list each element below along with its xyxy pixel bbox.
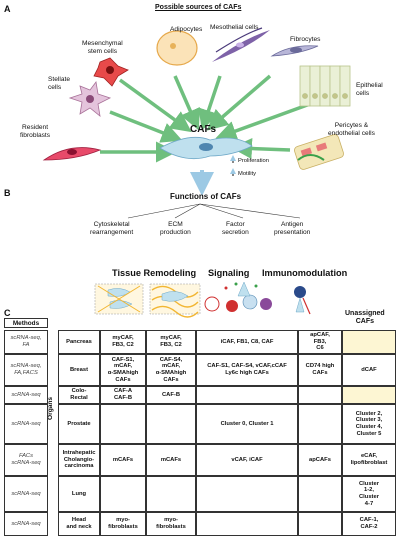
caf-subtype-cell: [196, 386, 298, 404]
unassigned-cafs-header: Unassigned CAFs: [345, 310, 385, 325]
method-cell: scRNA-seq: [4, 512, 48, 536]
caf-subtype-cell: [196, 512, 298, 536]
organ-cell: Head and neck: [58, 512, 100, 536]
caf-subtype-cell: [100, 476, 146, 512]
caf-cell-icon: [159, 136, 253, 160]
caf-subtype-cell: CAF-1, CAF-2: [342, 512, 396, 536]
method-cell: scRNA-seq, FA,FACS: [4, 354, 48, 386]
mesothelial-label: Mesothelial cells: [210, 24, 259, 31]
fibrocytes-label: Fibrocytes: [290, 36, 321, 43]
caf-subtype-cell: apCAFs: [298, 444, 342, 476]
immunomodulation-label: Immunomodulation: [262, 268, 348, 278]
caf-subtype-cell: apCAF, FB3, C6: [298, 330, 342, 354]
method-cell: FACs scRNA-seq: [4, 444, 48, 476]
caf-subtype-cell: myo- fibroblasts: [146, 512, 196, 536]
caf-subtype-cell: iCAF, FB1, C8, CAF: [196, 330, 298, 354]
caf-subtype-cell: [146, 404, 196, 444]
panel-c-letter: C: [4, 308, 11, 318]
cytoskeleton-illustration: [94, 283, 144, 315]
panel-a-letter: A: [4, 4, 11, 14]
fibrocyte-icon: [270, 45, 319, 57]
panel-a-illustration: [42, 27, 351, 196]
panel-b-title: Functions of CAFs: [170, 192, 242, 201]
caf-subtype-cell: [100, 404, 146, 444]
caf-subtype-cell: mCAFs: [100, 444, 146, 476]
method-cell: scRNA-seq, FA: [4, 330, 48, 354]
caf-subtype-cell: [342, 386, 396, 404]
tissue-remodeling-label: Tissue Remodeling: [112, 268, 197, 278]
caf-subtype-cell: CAF-B: [146, 386, 196, 404]
adipocyte-icon: [156, 30, 198, 66]
epithelial-label: Epithelial cells: [356, 82, 383, 97]
method-cell: scRNA-seq: [4, 476, 48, 512]
mesenchymal-label: Mesenchymal stem cells: [82, 40, 123, 55]
caf-subtype-cell: myCAF, FB3, C2: [146, 330, 196, 354]
caf-subtype-cell: [298, 512, 342, 536]
pericytes-label: Pericytes & endothelial cells: [328, 122, 375, 137]
caf-subtype-cell: Cluster 1-2, Cluster 4-7: [342, 476, 396, 512]
caf-subtype-cell: CAF-S4, mCAF, α-SMAhigh CAFs: [146, 354, 196, 386]
signaling-label: Signaling: [208, 268, 250, 278]
mesenchymal-stem-cell-icon: [93, 57, 129, 87]
organ-cell: Breast: [58, 354, 100, 386]
motility-label: Motility: [238, 171, 257, 177]
ecm-illustration: [149, 283, 201, 318]
caf-subtype-cell: [298, 386, 342, 404]
signaling-illustration: [204, 281, 272, 312]
caf-subtype-cell: myCAF, FB3, C2: [100, 330, 146, 354]
caf-subtype-cell: vCAF, iCAF: [196, 444, 298, 476]
panel-b-letter: B: [4, 188, 11, 198]
proliferation-label: Proliferation: [238, 158, 269, 164]
caf-subtype-cell: Cluster 0, Cluster 1: [196, 404, 298, 444]
method-cell: scRNA-seq: [4, 386, 48, 404]
caf-subtype-cell: [298, 404, 342, 444]
caf-subtype-cell: CAF-A CAF-B: [100, 386, 146, 404]
function-antigen-presentation: Antigen presentation: [274, 221, 311, 236]
resident-fibroblast-icon: [42, 147, 102, 161]
cafs-label: CAFs: [190, 124, 217, 135]
caf-subtype-cell: [146, 476, 196, 512]
method-cell: scRNA-seq: [4, 404, 48, 444]
caf-subtype-cell: Cluster 2, Cluster 3, Cluster 4, Cluster…: [342, 404, 396, 444]
organs-label: Organs: [47, 396, 54, 420]
caf-subtype-cell: CAF-S1, mCAF, α-SMAhigh CAFs: [100, 354, 146, 386]
methods-header: Methods: [4, 318, 48, 328]
caf-subtype-cell: eCAF, lipofibroblast: [342, 444, 396, 476]
organ-cell: Lung: [58, 476, 100, 512]
panel-a-title: Possible sources of CAFs: [155, 4, 242, 11]
green-arrows: [100, 74, 311, 163]
organ-cell: Intrahepatic Cholangio- carcinoma: [58, 444, 100, 476]
caf-subtype-cell: CD74 high CAFs: [298, 354, 342, 386]
caf-subtype-cell: [196, 476, 298, 512]
function-ecm: ECM production: [160, 221, 191, 236]
caf-subtype-cell: CAF-S1, CAF-S4, vCAF,cCAF Ly6c high CAFs: [196, 354, 298, 386]
antigen-presentation-illustration: [294, 286, 311, 315]
caf-subtype-cell: [342, 330, 396, 354]
pericytes-endothelial-icon: [294, 134, 344, 170]
caf-subtype-cell: [298, 476, 342, 512]
organ-cell: Prostate: [58, 404, 100, 444]
caf-subtype-cell: myo- fibroblasts: [100, 512, 146, 536]
stellate-cell-icon: [68, 81, 112, 117]
organ-cell: Colo- Rectal: [58, 386, 100, 404]
mesothelial-icon: [212, 27, 270, 62]
caf-subtype-cell: mCAFs: [146, 444, 196, 476]
organ-cell: Pancreas: [58, 330, 100, 354]
function-factor-secretion: Factor secretion: [222, 221, 249, 236]
stellate-label: Stellate cells: [48, 76, 70, 91]
adipocytes-label: Adipocytes: [170, 26, 203, 33]
caf-subtype-cell: dCAF: [342, 354, 396, 386]
resident-fibroblasts-label: Resident fibroblasts: [20, 124, 51, 139]
epithelial-cells-icon: [299, 65, 351, 107]
panel-b-tree: [94, 203, 311, 318]
function-cytoskeletal: Cytoskeletal rearrangement: [90, 221, 134, 236]
